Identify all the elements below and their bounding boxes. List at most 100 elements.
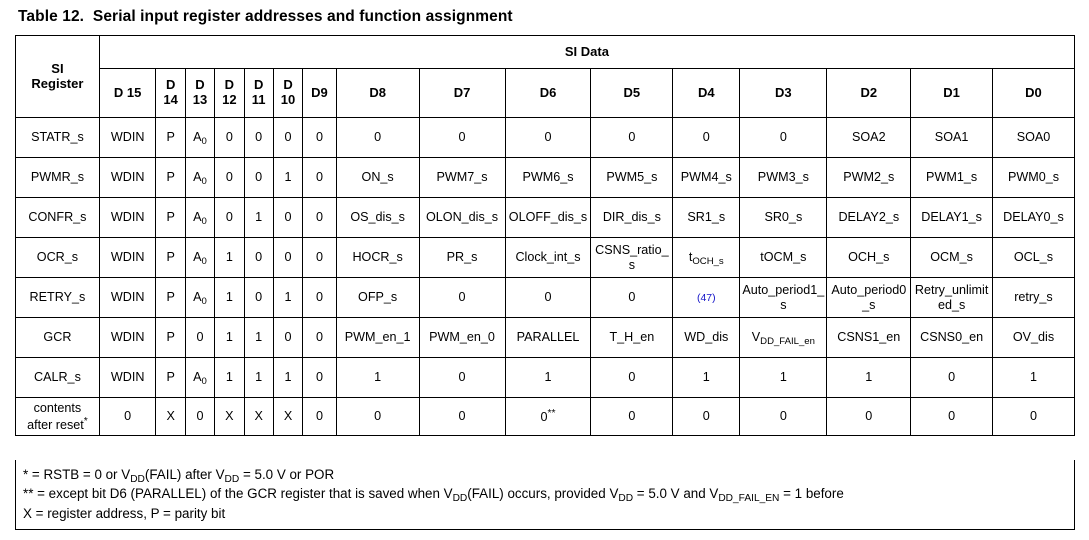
- table-cell: PWM3_s: [739, 157, 828, 198]
- table-cell: A0: [184, 117, 216, 158]
- register-name-cell: STATR_s: [15, 117, 100, 158]
- table-cell: SOA1: [910, 117, 993, 158]
- table-cell: P: [155, 317, 186, 358]
- table-cell: 0: [243, 117, 274, 158]
- table-cell: A0: [184, 357, 216, 398]
- table-cell: 0: [910, 397, 993, 436]
- table-cell: WDIN: [98, 157, 157, 198]
- table-cell: 0: [335, 397, 420, 436]
- table-cell: 1: [826, 357, 912, 398]
- table-cell: 1: [272, 277, 304, 318]
- register-name-cell: CONFR_s: [15, 197, 100, 238]
- register-name-cell: RETRY_s: [15, 277, 100, 318]
- table-cell: 0: [302, 117, 337, 158]
- table-cell: 0: [302, 157, 337, 198]
- table-cell: VDD_FAIL_en: [739, 317, 828, 358]
- table-cell: 1: [243, 357, 274, 398]
- column-header-d0: D0: [991, 68, 1076, 118]
- table-cell: 0: [504, 117, 592, 158]
- table-cell: PWM6_s: [504, 157, 592, 198]
- table-cell: T_H_en: [590, 317, 674, 358]
- table-cell: P: [155, 117, 186, 158]
- table-cell: tOCM_s: [739, 237, 828, 278]
- column-header-d1: D1: [910, 68, 993, 118]
- table-cell: PWM2_s: [826, 157, 912, 198]
- table-cell: 0: [826, 397, 912, 436]
- table-cell: 0: [302, 397, 337, 436]
- table-cell: (47): [672, 277, 741, 318]
- table-cell: PWM7_s: [418, 157, 506, 198]
- footnote-reference[interactable]: (47): [696, 292, 716, 305]
- table-cell: 0**: [504, 397, 592, 436]
- table-cell: 0: [214, 157, 245, 198]
- table-cell: WDIN: [98, 197, 157, 238]
- column-header-d6: D6: [504, 68, 592, 118]
- table-cell: 0: [272, 237, 304, 278]
- table-cell: Retry_unlimited_s: [910, 277, 993, 318]
- table-cell: OCM_s: [910, 237, 993, 278]
- column-header-d4: D4: [672, 68, 741, 118]
- register-name-cell: OCR_s: [15, 237, 100, 278]
- table-cell: 0: [590, 277, 674, 318]
- table-cell: 0: [243, 157, 274, 198]
- table-cell: 1: [214, 237, 245, 278]
- register-name-cell: CALR_s: [15, 357, 100, 398]
- column-header-d9: D9: [302, 68, 337, 118]
- table-cell: 1: [243, 317, 274, 358]
- table-cell: PWM_en_1: [335, 317, 420, 358]
- table-cell: 0: [243, 237, 274, 278]
- table-cell: 0: [991, 397, 1076, 436]
- header-si-data: SI Data: [98, 35, 1076, 69]
- column-header-d2: D2: [826, 68, 912, 118]
- table-cell: OLOFF_dis_s: [504, 197, 592, 238]
- table-cell: DELAY0_s: [991, 197, 1076, 238]
- table-cell: Auto_period0_s: [826, 277, 912, 318]
- table-cell: X: [243, 397, 274, 436]
- table-cell: 0: [214, 117, 245, 158]
- table-cell: 0: [302, 197, 337, 238]
- table-cell: 0: [302, 357, 337, 398]
- table-cell: 1: [243, 197, 274, 238]
- table-cell: A0: [184, 157, 216, 198]
- table-cell: 0: [272, 117, 304, 158]
- table-cell: 0: [214, 197, 245, 238]
- table-cell: X: [272, 397, 304, 436]
- table-cell: 0: [272, 197, 304, 238]
- table-cell: 0: [335, 117, 420, 158]
- table-cell: 1: [272, 157, 304, 198]
- table-cell: 0: [302, 277, 337, 318]
- table-cell: PWM_en_0: [418, 317, 506, 358]
- table-cell: SR0_s: [739, 197, 828, 238]
- table-cell: Clock_int_s: [504, 237, 592, 278]
- table-cell: WD_dis: [672, 317, 741, 358]
- table-cell: WDIN: [98, 317, 157, 358]
- table-cell: P: [155, 357, 186, 398]
- table-cell: A0: [184, 277, 216, 318]
- table-cell: PWM4_s: [672, 157, 741, 198]
- table-cell: OV_dis: [991, 317, 1076, 358]
- table-cell: X: [155, 397, 186, 436]
- footnote-line-1: * = RSTB = 0 or VDD(FAIL) after VDD = 5.…: [23, 467, 335, 485]
- table-cell: retry_s: [991, 277, 1076, 318]
- table-cell: 0: [302, 317, 337, 358]
- table-cell: 0: [672, 117, 741, 158]
- table-cell: P: [155, 197, 186, 238]
- table-cell: PR_s: [418, 237, 506, 278]
